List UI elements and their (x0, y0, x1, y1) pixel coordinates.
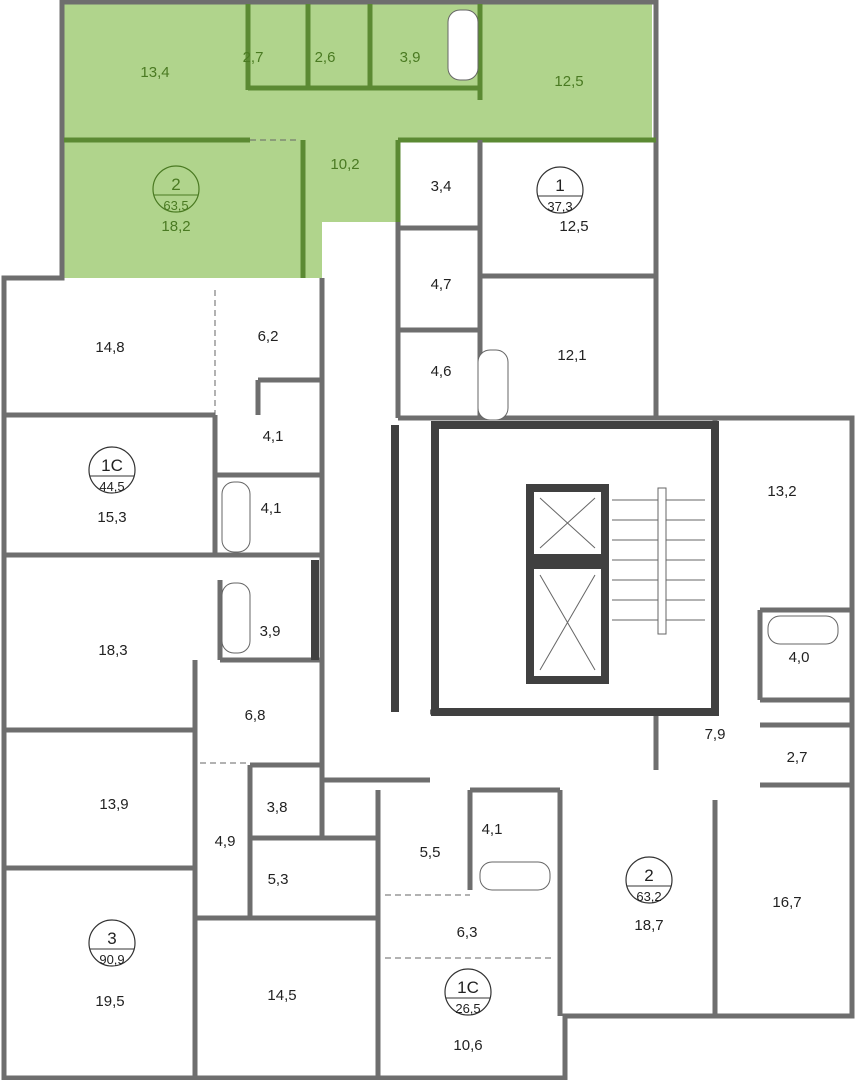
apartment-1c-44-5: 14,8 6,2 4,1 15,3 4,1 1С 44,5 (88, 328, 284, 526)
room-area: 18,2 (161, 218, 190, 235)
room-area: 2,7 (243, 49, 264, 66)
apartment-2-highlight[interactable] (64, 4, 652, 278)
room-area: 16,7 (772, 894, 801, 911)
stairs (612, 487, 705, 635)
room-area: 13,2 (767, 483, 796, 500)
room-area: 4,6 (431, 363, 452, 380)
room-area: 4,1 (261, 500, 282, 517)
apartment-1c-26-5: 5,5 4,1 6,3 10,6 1С 26,5 (420, 821, 503, 1054)
apartment-area: 44,5 (99, 479, 124, 494)
room-area: 12,5 (559, 218, 588, 235)
apartment-2-63-5: 13,4 2,7 2,6 3,9 12,5 10,2 18,2 2 63,5 (140, 49, 583, 235)
room-area: 12,5 (554, 73, 583, 90)
apartment-area: 63,2 (636, 889, 661, 904)
room-area: 3,9 (400, 49, 421, 66)
room-area: 4,0 (789, 649, 810, 666)
room-area: 3,4 (431, 178, 452, 195)
room-area: 14,8 (95, 339, 124, 356)
apartment-type: 2 (644, 866, 653, 885)
room-area: 6,3 (457, 924, 478, 941)
room-area: 3,9 (260, 623, 281, 640)
room-area: 4,9 (215, 833, 236, 850)
apartment-type: 1С (457, 978, 479, 997)
apartment-3-90-9: 18,3 3,9 6,8 13,9 3,8 4,9 5,3 19,5 14,5 … (88, 623, 297, 1010)
room-area: 15,3 (97, 509, 126, 526)
apartment-type: 2 (171, 175, 180, 194)
apartment-area: 90,9 (99, 952, 124, 967)
room-area: 18,3 (98, 642, 127, 659)
room-area: 4,7 (431, 276, 452, 293)
apartment-2-63-2: 13,2 4,0 7,9 2,7 16,7 18,7 2 63,2 (625, 483, 810, 934)
room-area: 14,5 (267, 987, 296, 1004)
room-area: 5,5 (420, 844, 441, 861)
interior-walls (4, 140, 852, 1078)
room-area: 6,2 (258, 328, 279, 345)
room-area: 7,9 (705, 726, 726, 743)
apartment-type: 3 (107, 929, 116, 948)
room-area: 19,5 (95, 993, 124, 1010)
apartment-area: 63,5 (163, 198, 188, 213)
room-area: 2,6 (315, 49, 336, 66)
apartment-1-37-3: 3,4 12,5 4,7 12,1 4,6 1 37,3 (431, 166, 589, 380)
room-area: 5,3 (268, 871, 289, 888)
room-area: 12,1 (557, 347, 586, 364)
room-area: 13,4 (140, 64, 169, 81)
elevator-2 (526, 561, 609, 684)
elevator-1 (526, 484, 609, 562)
room-area: 6,8 (245, 707, 266, 724)
room-area: 10,6 (453, 1037, 482, 1054)
room-area: 2,7 (787, 749, 808, 766)
apartment-area: 37,3 (547, 199, 572, 214)
room-area: 13,9 (99, 796, 128, 813)
room-area: 3,8 (267, 799, 288, 816)
room-area: 4,1 (482, 821, 503, 838)
apartment-2-walls (64, 4, 656, 278)
bath-fixtures (221, 9, 839, 891)
apartment-type: 1 (555, 176, 564, 195)
room-area: 10,2 (330, 156, 359, 173)
apartment-type: 1С (101, 456, 123, 475)
apartment-area: 26,5 (455, 1001, 480, 1016)
stair-elevator-core (311, 421, 719, 716)
room-area: 4,1 (263, 428, 284, 445)
room-area: 18,7 (634, 917, 663, 934)
